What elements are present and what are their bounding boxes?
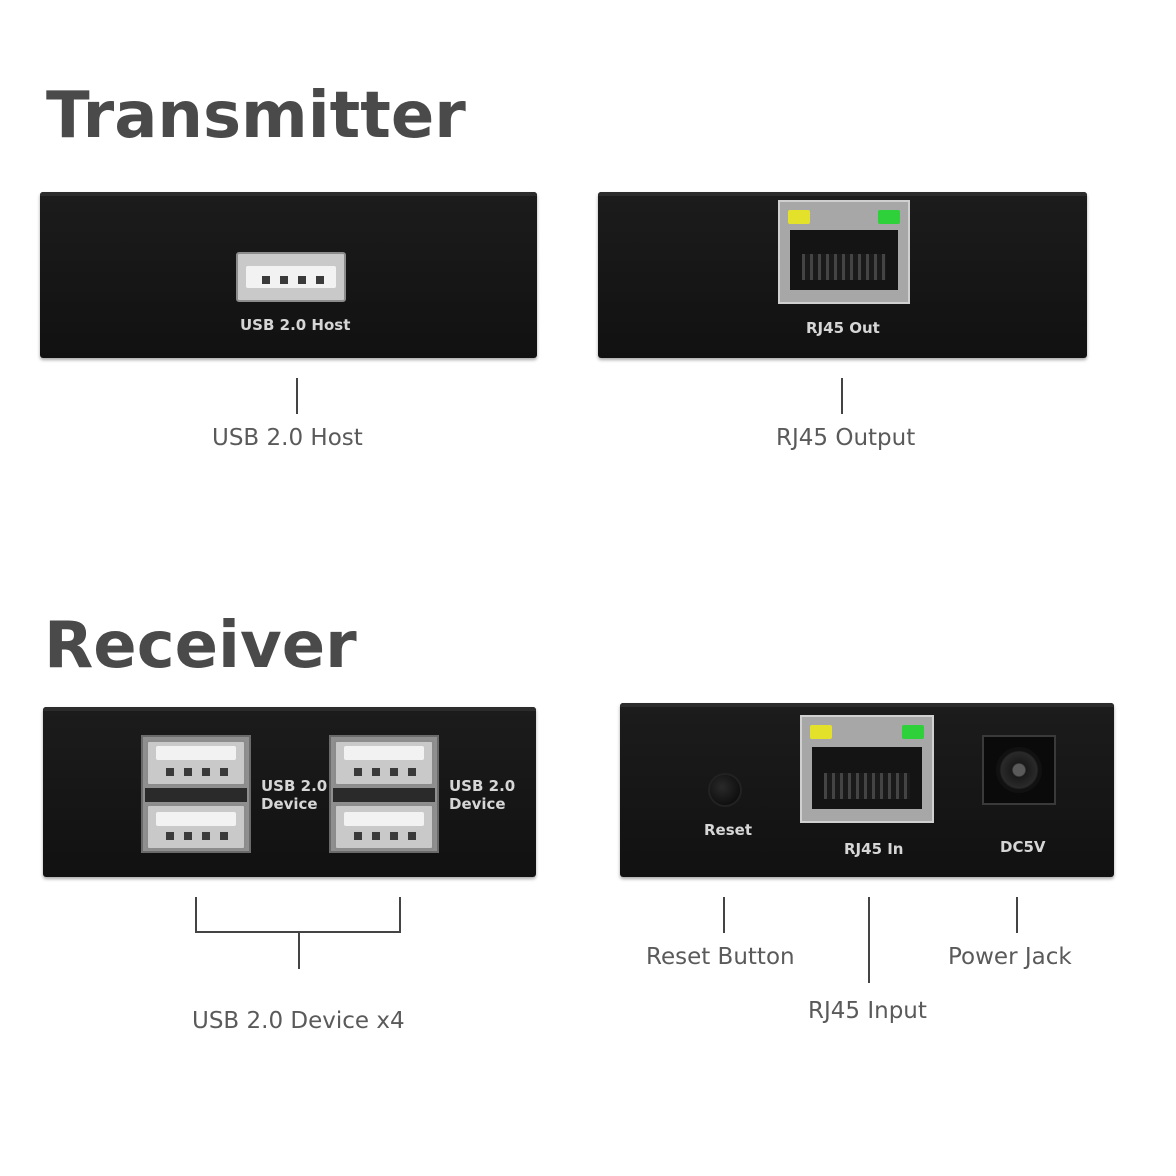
reset-button-icon <box>710 775 740 805</box>
usb-device-label-right-line2: Device <box>449 795 506 813</box>
transmitter-usb-panel: USB 2.0 Host <box>40 192 537 358</box>
power-jack-callout: Power Jack <box>948 944 1072 970</box>
activity-led-green <box>878 210 900 224</box>
rj45-output-leader-line <box>841 378 843 414</box>
usb-a-port-icon <box>146 740 246 786</box>
usb-a-port-icon <box>236 252 346 302</box>
usb-a-stack-left <box>141 735 251 853</box>
rj45-port-icon <box>800 715 934 823</box>
dc-power-jack-icon <box>982 735 1056 805</box>
usb-host-leader-line <box>296 378 298 414</box>
rj45-port-icon <box>778 200 910 304</box>
dc5v-label: DC5V <box>1000 838 1046 856</box>
transmitter-rj45-panel: RJ45 Out <box>598 192 1087 358</box>
rj45-input-callout: RJ45 Input <box>808 998 927 1024</box>
reset-button-callout: Reset Button <box>646 944 795 970</box>
usb-a-stack-right <box>329 735 439 853</box>
activity-led-green <box>902 725 924 739</box>
rj45-in-label: RJ45 In <box>844 840 904 858</box>
receiver-usb-panel: USB 2.0 Device USB 2.0 Device <box>43 707 536 877</box>
usb-a-port-icon <box>146 804 246 850</box>
usb-device-bracket-right <box>399 897 401 933</box>
usb-host-port-label: USB 2.0 Host <box>240 316 351 334</box>
usb-device-label-right-line1: USB 2.0 <box>449 777 516 795</box>
reset-label: Reset <box>704 821 752 839</box>
transmitter-heading: Transmitter <box>46 79 466 153</box>
usb-device-callout: USB 2.0 Device x4 <box>192 1008 405 1034</box>
usb-device-label-left-line1: USB 2.0 <box>261 777 328 795</box>
usb-device-bracket-left <box>195 897 197 933</box>
receiver-io-panel: Reset RJ45 In DC5V <box>620 703 1114 877</box>
link-led-yellow <box>788 210 810 224</box>
reset-leader-line <box>723 897 725 933</box>
usb-host-callout: USB 2.0 Host <box>212 425 363 451</box>
usb-a-port-icon <box>334 804 434 850</box>
rj45-input-leader-line <box>868 897 870 983</box>
usb-a-port-icon <box>334 740 434 786</box>
usb-device-label-left-line2: Device <box>261 795 318 813</box>
receiver-heading: Receiver <box>44 609 357 683</box>
power-jack-leader-line <box>1016 897 1018 933</box>
rj45-out-port-label: RJ45 Out <box>806 319 880 337</box>
usb-device-bracket-bar <box>195 931 401 933</box>
link-led-yellow <box>810 725 832 739</box>
usb-device-bracket-stem <box>298 933 300 969</box>
rj45-output-callout: RJ45 Output <box>776 425 916 451</box>
